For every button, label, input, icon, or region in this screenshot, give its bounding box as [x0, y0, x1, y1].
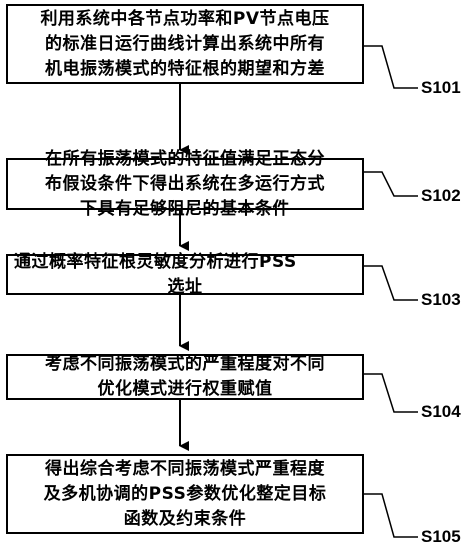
step-box-s102: 在所有振荡模式的特征值满足正态分 布假设条件下得出系统在多运行方式 下具有足够阻…	[6, 149, 364, 219]
step-label-s101: S101	[421, 78, 461, 97]
step-label-s104: S104	[421, 402, 461, 421]
step-text-line: 优化模式进行权重赋值	[97, 379, 273, 399]
step-text-line: 及多机协调的PSS参数优化整定目标	[43, 483, 327, 504]
step-box-s105: 得出综合考虑不同振荡模式严重程度 及多机协调的PSS参数优化整定目标 函数及约束…	[6, 454, 364, 534]
step-text-line: 函数及约束条件	[123, 508, 247, 529]
step-label-s103: S103	[421, 290, 461, 309]
step-label-s105: S105	[421, 527, 461, 546]
leader-s102	[364, 171, 418, 197]
step-text-line: 考虑不同振荡模式的严重程度对不同	[45, 354, 325, 374]
step-text-line: 得出综合考虑不同振荡模式严重程度	[45, 458, 325, 479]
step-box-s103: 通过概率特征根灵敏度分析进行PSS 选址	[6, 252, 364, 297]
step-text-line: 通过概率特征根灵敏度分析进行PSS	[14, 251, 297, 272]
step-label-s102: S102	[421, 186, 461, 205]
step-text-line: 在所有振荡模式的特征值满足正态分	[45, 148, 325, 169]
step-text-line: 下具有足够阻尼的基本条件	[80, 198, 290, 219]
step-box-s104: 考虑不同振荡模式的严重程度对不同 优化模式进行权重赋值	[6, 354, 364, 400]
leader-s103	[364, 265, 418, 301]
step-text-line: 的标准日运行曲线计算出系统中所有	[45, 33, 325, 54]
leader-s105	[364, 493, 418, 538]
step-text-line: 利用系统中各节点功率和PV节点电压	[40, 8, 330, 29]
leader-s101	[364, 45, 418, 89]
step-text-line: 布假设条件下得出系统在多运行方式	[45, 173, 325, 194]
step-text-line: 机电振荡模式的特征根的期望和方差	[45, 58, 325, 79]
leader-s104	[364, 373, 418, 413]
step-text-line: 选址	[167, 276, 203, 297]
step-box-s101: 利用系统中各节点功率和PV节点电压 的标准日运行曲线计算出系统中所有 机电振荡模…	[6, 4, 364, 84]
